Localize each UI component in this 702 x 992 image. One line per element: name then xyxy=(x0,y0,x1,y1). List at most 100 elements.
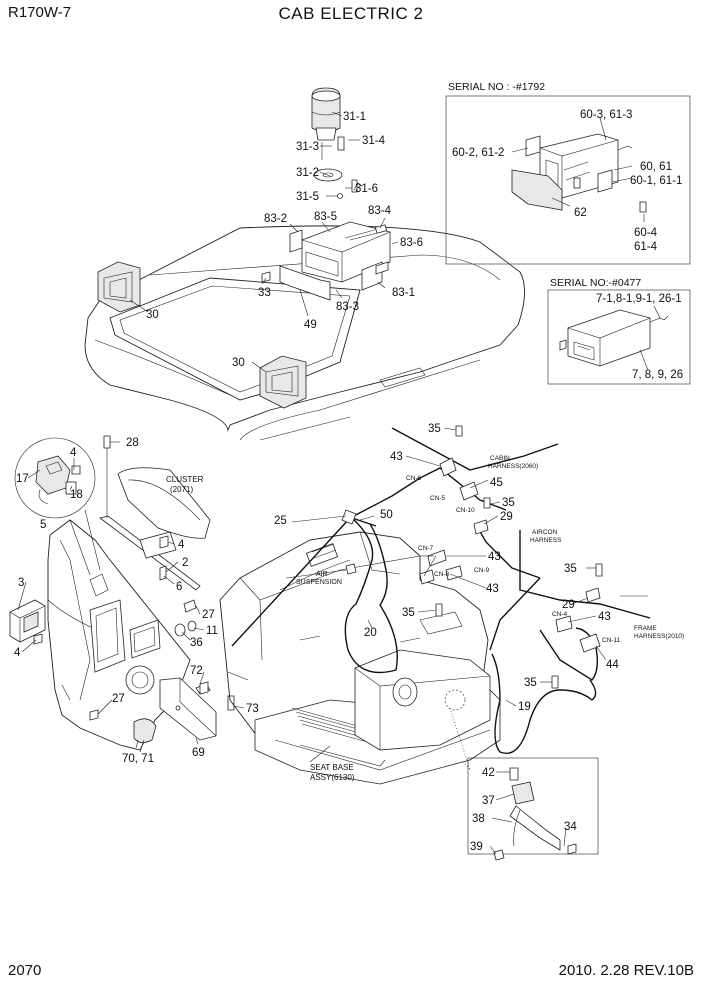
callout-31-6: 31-6 xyxy=(355,183,378,195)
callout-11: 11 xyxy=(206,625,218,637)
callout-30-left: 30 xyxy=(146,309,159,321)
serial-box-top xyxy=(445,95,691,265)
callout-6: 6 xyxy=(176,581,182,593)
callout-31-2: 31-2 xyxy=(296,167,319,179)
note-frame-harness-1: FRAME xyxy=(634,625,657,632)
callout-27-a: 27 xyxy=(202,609,215,621)
callout-4-c: 4 xyxy=(178,539,185,551)
callout-18: 18 xyxy=(70,489,83,501)
wire-harness-routing xyxy=(231,427,651,754)
connector-cn7: CN-7 xyxy=(418,545,434,552)
callout-83-1: 83-1 xyxy=(392,287,415,299)
callout-35-a: 35 xyxy=(428,423,441,435)
callout-28: 28 xyxy=(126,437,139,449)
radio-serial-0477 xyxy=(559,309,669,367)
callout-83-4: 83-4 xyxy=(368,205,392,217)
console-fasteners xyxy=(89,599,197,721)
page-title: CAB ELECTRIC 2 xyxy=(278,4,424,23)
callout-4-b: 4 xyxy=(14,647,21,659)
note-air-suspension-1: AIR xyxy=(316,571,328,578)
serial-label-top: SERIAL NO : -#1792 xyxy=(448,81,545,93)
note-aircon-harness-1: AIRCON xyxy=(532,529,558,536)
callout-43-d: 43 xyxy=(598,611,611,623)
callout-29-b: 29 xyxy=(562,599,575,611)
note-cabin-harness-2: HARNESS(2060) xyxy=(488,463,538,470)
callout-43-a: 43 xyxy=(390,451,403,463)
connector-cn5: CN-5 xyxy=(430,495,446,502)
callout-31-3: 31-3 xyxy=(296,141,319,153)
callout-3: 3 xyxy=(18,577,24,589)
callout-2: 2 xyxy=(182,557,188,569)
callout-69: 69 xyxy=(192,747,205,759)
note-aircon-harness-2: HARNESS xyxy=(530,537,562,544)
model-number: R170W-7 xyxy=(8,4,72,21)
roof-light-right xyxy=(259,355,307,409)
callout-44: 44 xyxy=(606,659,619,671)
callout-42: 42 xyxy=(482,767,495,779)
left-console-panel xyxy=(47,509,191,751)
connector-cn4: CN-4 xyxy=(552,611,568,618)
callout-60-1: 60-1, 61-1 xyxy=(630,175,682,187)
callout-49: 49 xyxy=(304,319,317,331)
callout-36: 36 xyxy=(190,637,203,649)
callout-31-1: 31-1 xyxy=(343,111,366,123)
callout-27-b: 27 xyxy=(112,693,125,705)
leader-lines xyxy=(17,111,661,855)
note-frame-harness-2: HARNESS(2010) xyxy=(634,633,684,640)
roof-light-left xyxy=(97,261,141,313)
note-cluster: CLUSTER xyxy=(166,475,204,484)
callout-73: 73 xyxy=(246,703,259,715)
callout-38: 38 xyxy=(472,813,485,825)
callout-60-4: 60-4 xyxy=(634,227,658,239)
callout-7-8: 7, 8, 9, 26 xyxy=(632,369,683,381)
callout-31-5: 31-5 xyxy=(296,191,319,203)
callout-labels: 31-1 31-3 31-4 31-2 31-5 31-6 83-2 83-5 … xyxy=(14,81,684,853)
beacon-lamp-assembly xyxy=(311,87,363,199)
callout-30-right: 30 xyxy=(232,357,245,369)
callout-35-b: 35 xyxy=(502,497,515,509)
callout-45: 45 xyxy=(490,477,503,489)
callout-31-4: 31-4 xyxy=(362,135,386,147)
connector-cn8: CN-8 xyxy=(434,571,450,578)
callout-4-a: 4 xyxy=(70,447,77,459)
serial-box-bottom xyxy=(547,289,691,385)
callout-70-71: 70, 71 xyxy=(122,753,154,765)
connectors xyxy=(199,425,603,695)
callout-37: 37 xyxy=(482,795,495,807)
callout-60-3: 60-3, 61-3 xyxy=(580,109,632,121)
page-number: 2070 xyxy=(8,962,42,979)
callout-17: 17 xyxy=(16,473,29,485)
callout-35-d: 35 xyxy=(564,563,577,575)
note-seat-base-1: SEAT BASE xyxy=(310,763,354,772)
note-seat-base-2: ASSY(6130) xyxy=(310,773,355,782)
callout-43-b: 43 xyxy=(488,551,501,563)
callout-35-c: 35 xyxy=(402,607,415,619)
connector-cn11: CN-11 xyxy=(602,637,621,644)
radio-serial-1792 xyxy=(511,133,647,213)
detail-box-seat-switch xyxy=(467,757,599,861)
seat-switch-bracket xyxy=(133,677,235,749)
callout-62: 62 xyxy=(574,207,587,219)
callout-20: 20 xyxy=(364,627,377,639)
serial-label-bottom: SERIAL NO:-#0477 xyxy=(550,277,641,289)
callout-60-61: 60, 61 xyxy=(640,161,672,173)
note-cabin-harness-1: CABIN xyxy=(490,455,510,462)
callout-61-4: 61-4 xyxy=(634,241,658,253)
connector-cn10: CN-10 xyxy=(456,507,475,514)
callout-72: 72 xyxy=(190,665,203,677)
callout-5: 5 xyxy=(40,519,46,531)
note-air-suspension-2: SUSPENSION xyxy=(296,579,342,586)
callout-25: 25 xyxy=(274,515,287,527)
note-cluster-ref: (2071) xyxy=(170,485,193,494)
callout-83-3: 83-3 xyxy=(336,301,359,313)
callout-33: 33 xyxy=(258,287,271,299)
callout-83-2: 83-2 xyxy=(264,213,287,225)
callout-50: 50 xyxy=(380,509,393,521)
cab-roof xyxy=(84,225,525,441)
callout-35-e: 35 xyxy=(524,677,537,689)
callout-19: 19 xyxy=(518,701,531,713)
cluster-bracket xyxy=(99,435,211,591)
fuse-bracket xyxy=(9,599,46,645)
callout-7-1: 7-1,8-1,9-1, 26-1 xyxy=(596,293,682,305)
